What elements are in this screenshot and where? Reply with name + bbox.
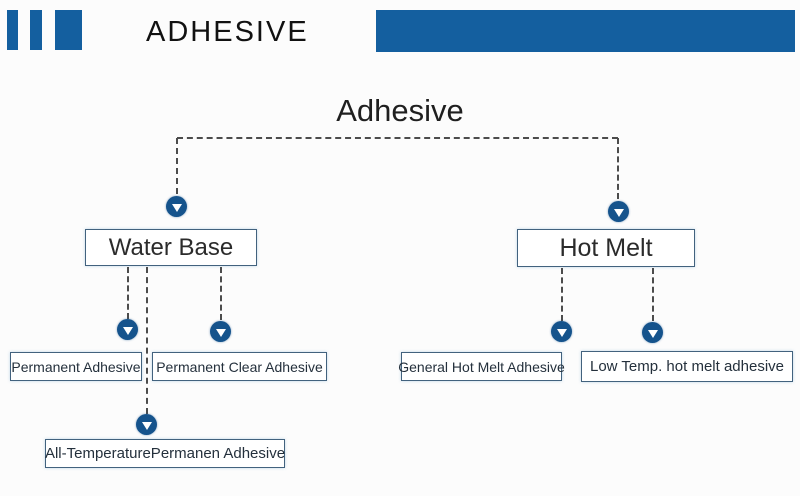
- logo-bar-icon: [30, 10, 42, 50]
- connector-hot-melt-to-low-temp: [652, 268, 654, 321]
- node-permanent-adhesive: Permanent Adhesive: [10, 352, 142, 381]
- connector-hot-melt-to-general: [561, 268, 563, 321]
- root-node-label: Adhesive: [336, 93, 464, 128]
- connector-root-to-hot-melt: [617, 138, 619, 199]
- down-arrow-icon: [117, 319, 138, 340]
- node-water-base: Water Base: [85, 229, 257, 266]
- connector-water-base-to-permanent: [127, 267, 129, 319]
- down-arrow-icon: [166, 196, 187, 217]
- down-arrow-icon: [210, 321, 231, 342]
- node-permanent-clear-adhesive: Permanent Clear Adhesive: [152, 352, 327, 381]
- connector-root-horizontal: [177, 137, 618, 139]
- logo-bar-icon: [55, 10, 82, 50]
- down-arrow-icon: [136, 414, 157, 435]
- connector-root-to-water-base: [176, 138, 178, 194]
- node-low-temp-hot-melt-adhesive: Low Temp. hot melt adhesive: [581, 351, 793, 382]
- node-all-temperature-permanent-adhesive: All-TemperaturePermanen Adhesive: [45, 439, 285, 468]
- header-accent-band: [376, 10, 795, 52]
- brand-title: ADHESIVE: [146, 16, 309, 48]
- down-arrow-icon: [642, 322, 663, 343]
- logo-bar-icon: [7, 10, 18, 50]
- down-arrow-icon: [608, 201, 629, 222]
- node-hot-melt: Hot Melt: [517, 229, 695, 267]
- connector-water-base-to-permanent-clear: [220, 267, 222, 320]
- node-general-hot-melt-adhesive: General Hot Melt Adhesive: [398, 352, 565, 381]
- connector-water-base-to-all-temperature: [146, 267, 148, 414]
- down-arrow-icon: [551, 321, 572, 342]
